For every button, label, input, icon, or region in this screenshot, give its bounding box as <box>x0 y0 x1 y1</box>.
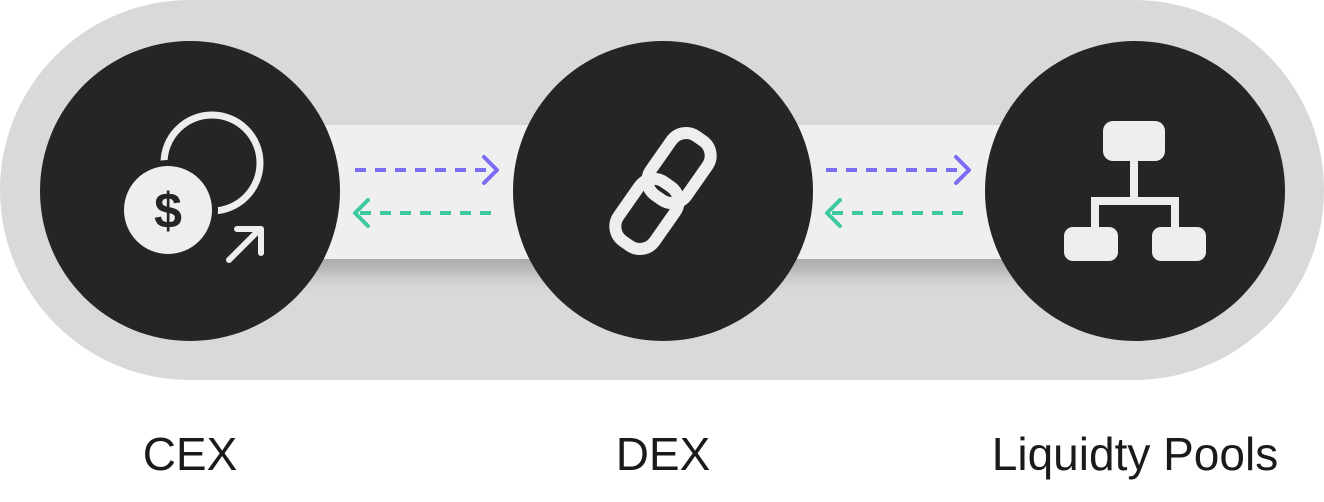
node-dex <box>513 41 813 341</box>
hierarchy-network-icon <box>1064 121 1206 261</box>
arrow-dex-to-cex <box>353 198 498 228</box>
node-cex: $ <box>40 41 340 341</box>
label-liquidity-pools: Liquidty Pools <box>991 428 1279 480</box>
label-cex: CEX <box>142 428 238 480</box>
arrow-cex-to-dex <box>355 155 499 185</box>
arrow-dex-to-pools <box>826 155 971 185</box>
dollar-coin-exchange-icon: $ <box>118 111 264 263</box>
label-dex: DEX <box>615 428 711 480</box>
chain-link-icon <box>609 127 717 255</box>
svg-text:$: $ <box>154 183 182 239</box>
arrow-pools-to-dex <box>825 198 970 228</box>
node-liquidity-pools <box>985 41 1285 341</box>
